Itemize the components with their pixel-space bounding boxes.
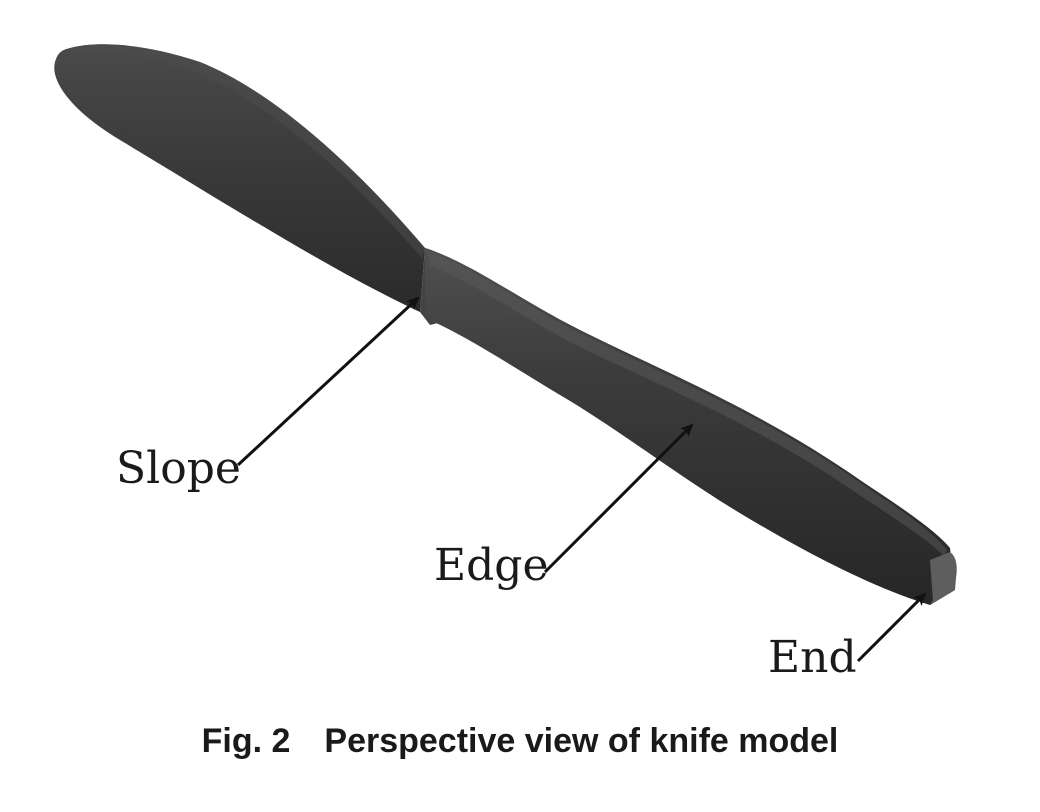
slope-arrow bbox=[236, 296, 420, 467]
figure-title: Perspective view of knife model bbox=[324, 722, 839, 760]
figure-number: Fig. 2 bbox=[201, 722, 291, 760]
edge-label: Edge bbox=[434, 540, 549, 591]
slope-label: Slope bbox=[116, 443, 241, 494]
end-arrow bbox=[856, 592, 927, 663]
knife-end bbox=[930, 552, 957, 605]
edge-arrow bbox=[543, 423, 694, 574]
knife-blade bbox=[54, 44, 426, 313]
end-label: End bbox=[768, 632, 857, 683]
figure-caption: Fig. 2 Perspective view of knife model bbox=[0, 722, 1040, 761]
